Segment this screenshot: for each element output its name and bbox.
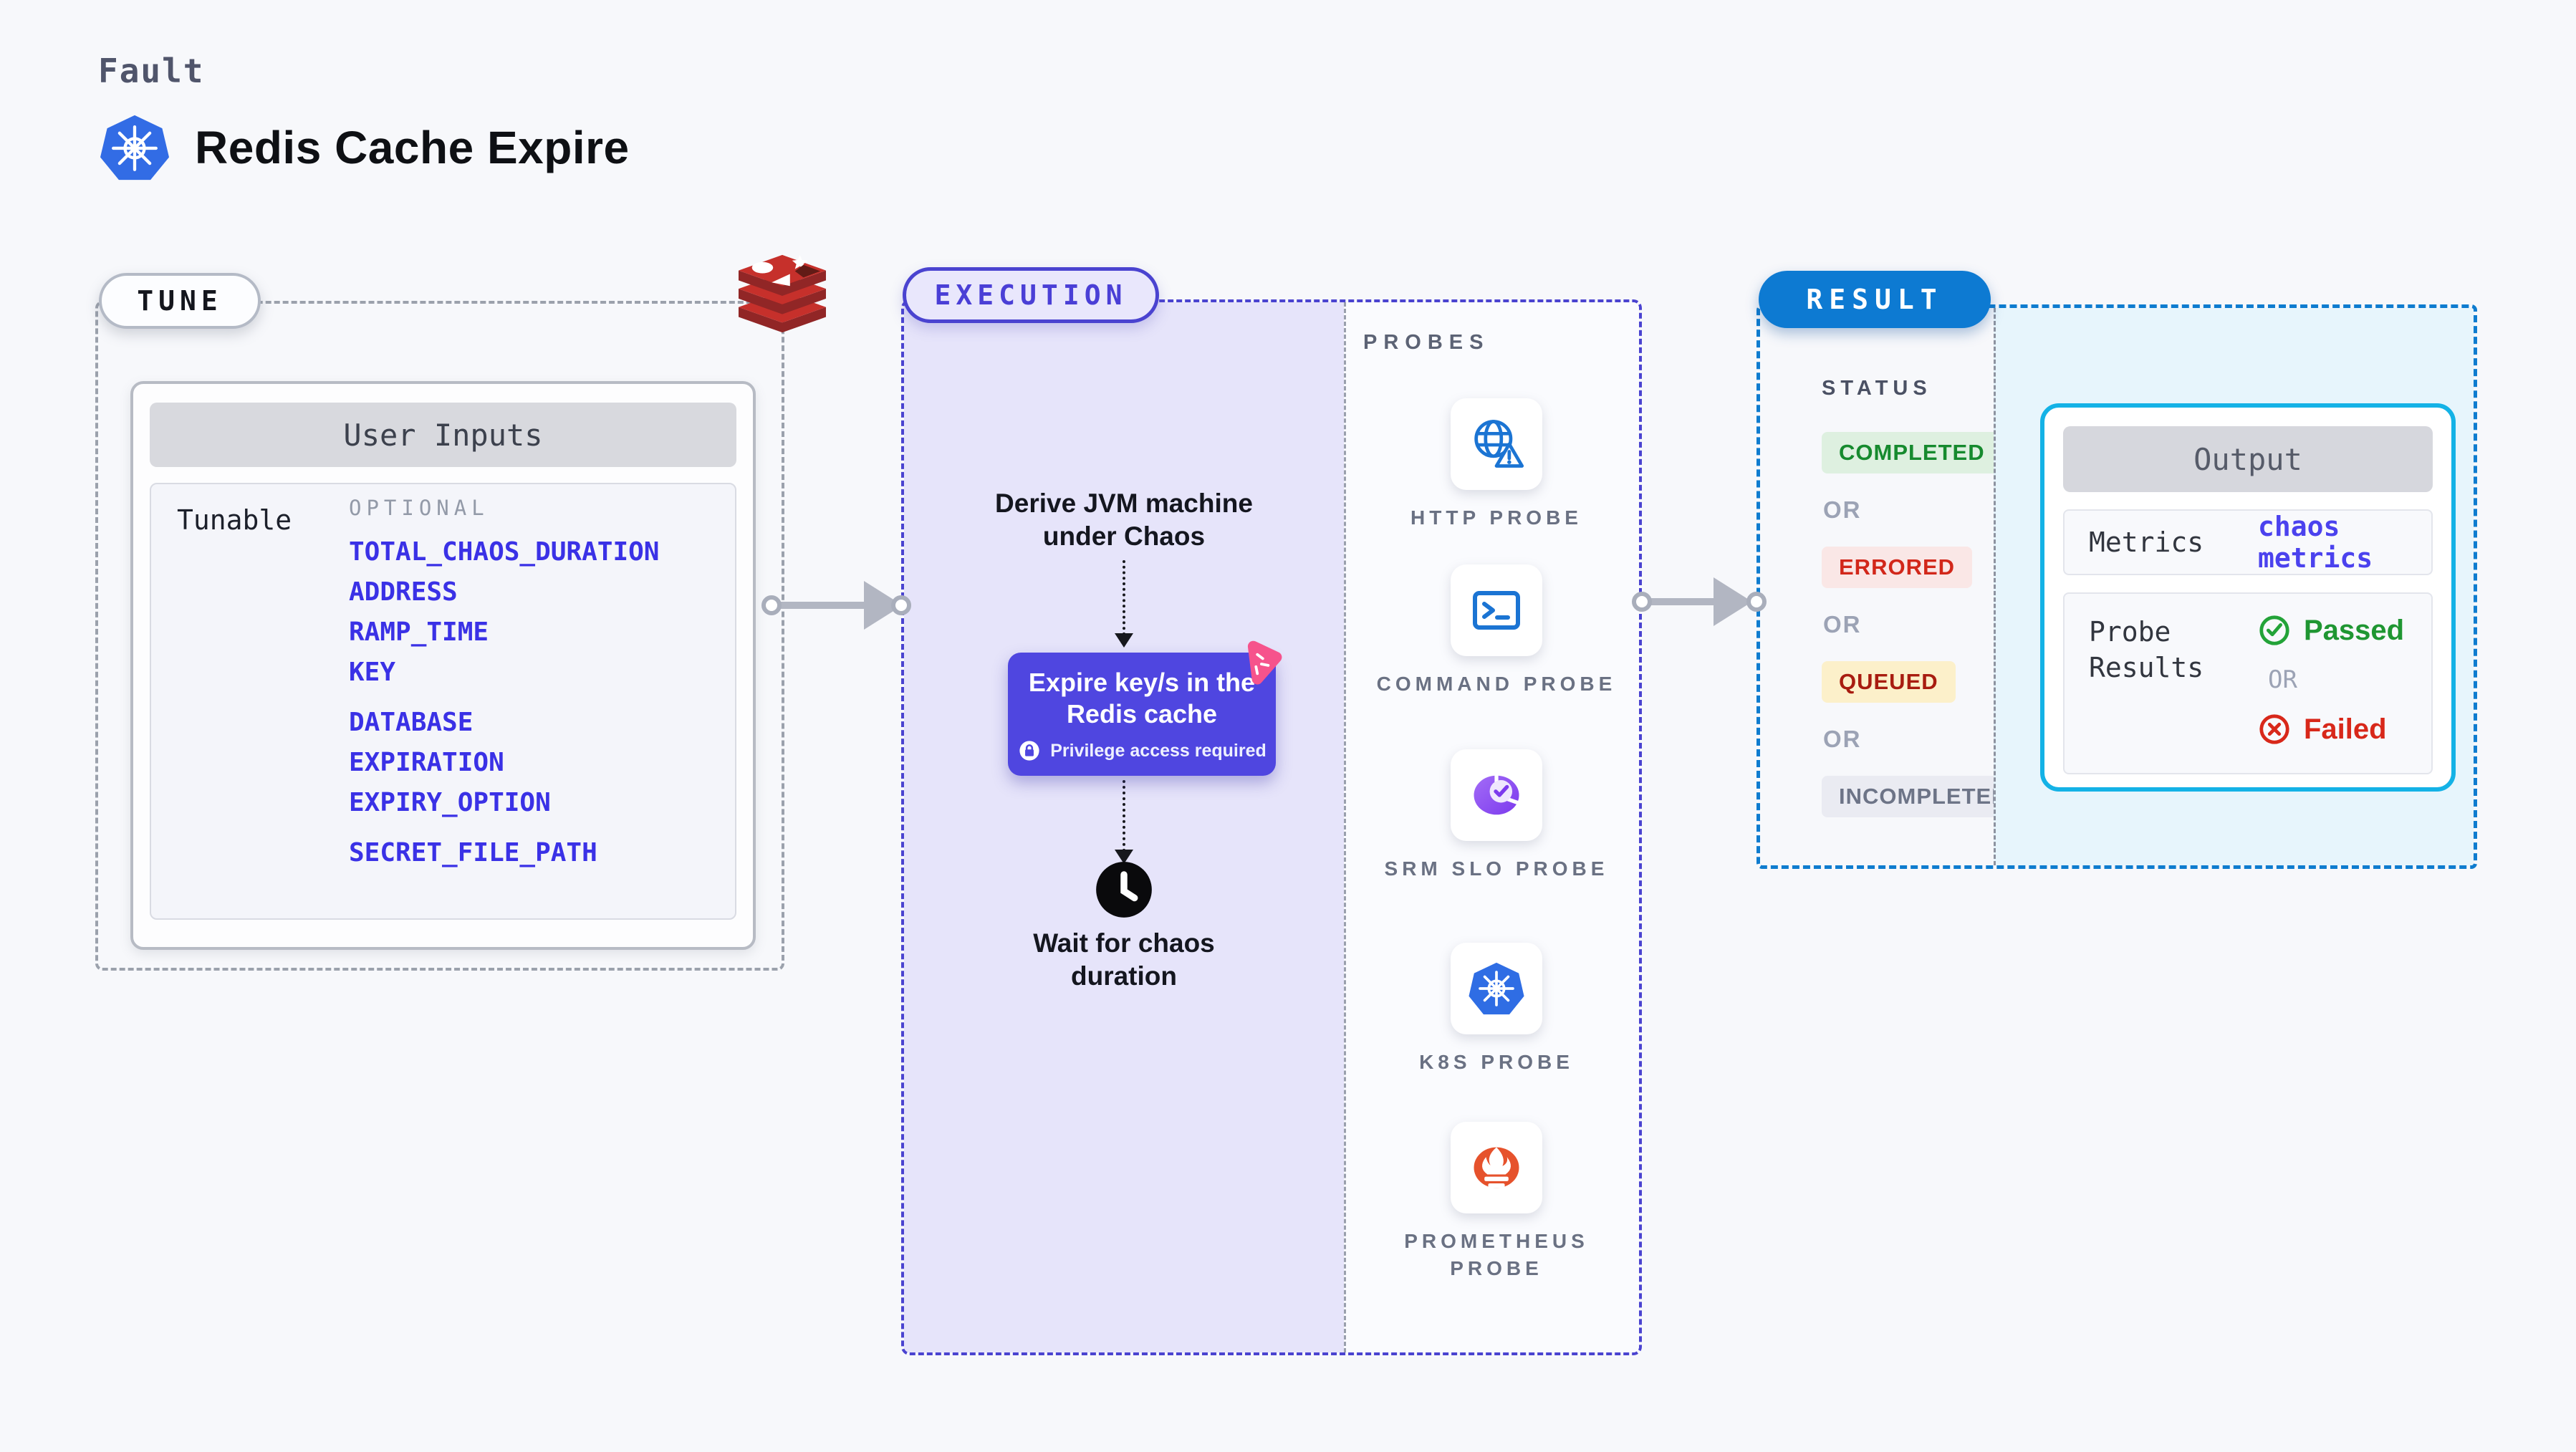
slo-pie-icon [1474, 774, 1519, 815]
user-inputs-card: User Inputs Tunable OPTIONAL TOTAL_CHAOS… [130, 381, 756, 950]
result-section: STATUS COMPLETED OR ERRORED OR QUEUED OR… [1756, 304, 2477, 869]
output-card: Output Metrics chaos metrics Probe Resul… [2040, 403, 2456, 792]
privilege-badge-text: Privilege access required [1050, 740, 1267, 761]
optional-label: OPTIONAL [349, 496, 489, 520]
probe-command-card[interactable] [1451, 564, 1542, 656]
connector-execution-end-dot [891, 595, 911, 615]
metrics-label: Metrics [2089, 527, 2204, 558]
execution-pill: EXECUTION [903, 267, 1159, 323]
execution-step-wait: Wait for chaos duration [1033, 928, 1215, 991]
status-badge-queued: QUEUED [1822, 661, 1956, 703]
probe-http: HTTP PROBE [1346, 398, 1639, 532]
wait-clock-icon [1094, 860, 1154, 920]
probe-command: COMMAND PROBE [1346, 564, 1639, 698]
dotted-arrow-2-head [1115, 850, 1133, 864]
probes-panel: PROBES HTTP PROBE [1344, 302, 1639, 1352]
param-link-address[interactable]: ADDRESS [349, 577, 458, 607]
output-panel: Output Metrics chaos metrics Probe Resul… [1994, 308, 2474, 865]
probe-result-passed: Passed [2258, 614, 2404, 647]
probe-result-failed: Failed [2258, 713, 2404, 746]
param-link-database[interactable]: DATABASE [349, 708, 474, 737]
probe-prometheus: PROMETHEUS PROBE [1346, 1122, 1639, 1282]
passed-check-icon [2259, 615, 2289, 645]
kubernetes-icon [1469, 962, 1524, 1015]
page-title: Redis Cache Expire [195, 122, 630, 173]
privilege-badge: Privilege access required [1017, 739, 1267, 763]
or-label: OR [2268, 665, 2297, 694]
redis-icon [739, 254, 826, 333]
connector-execution-result-arrowhead [1714, 577, 1752, 626]
prometheus-flame-icon [1474, 1147, 1519, 1188]
tune-section [95, 301, 784, 971]
param-link-expiry-option[interactable]: EXPIRY_OPTION [349, 788, 551, 817]
param-link-secret-file-path[interactable]: SECRET_FILE_PATH [349, 838, 597, 867]
fault-kicker: Fault [98, 52, 205, 90]
terminal-icon [1473, 591, 1520, 630]
dotted-arrow-1-line [1123, 560, 1125, 635]
kubernetes-icon [100, 115, 169, 181]
status-badge-incompleted: INCOMPLETED [1822, 776, 2026, 817]
status-badge-errored: ERRORED [1822, 547, 1973, 588]
connector-probes-start-dot [1632, 592, 1652, 612]
user-inputs-header: User Inputs [150, 403, 736, 467]
probe-http-card[interactable] [1451, 398, 1542, 490]
param-link-ramp-time[interactable]: RAMP_TIME [349, 617, 489, 647]
connector-execution-result-line [1650, 598, 1715, 605]
tunable-label: Tunable [177, 504, 292, 536]
probes-label: PROBES [1363, 331, 1490, 354]
tune-pill: TUNE [99, 273, 261, 329]
dotted-arrow-2-line [1123, 780, 1125, 852]
probe-results-label: Probe Results [2089, 616, 2204, 683]
user-inputs-body: Tunable OPTIONAL TOTAL_CHAOS_DURATION AD… [150, 483, 736, 920]
or-label: OR [1823, 496, 1862, 523]
param-list: OPTIONAL TOTAL_CHAOS_DURATION ADDRESS RA… [349, 496, 659, 878]
page-title-row: Redis Cache Expire [100, 113, 630, 182]
lock-icon [1019, 741, 1039, 761]
result-pill: RESULT [1759, 271, 1991, 328]
status-badge-completed: COMPLETED [1822, 432, 2002, 473]
probe-prometheus-card[interactable] [1451, 1122, 1542, 1213]
chaos-pink-badge-icon [1247, 640, 1282, 685]
probe-srm-slo-card[interactable] [1451, 749, 1542, 841]
connector-tune-execution-line [780, 602, 865, 609]
output-title: Output [2063, 426, 2433, 492]
param-link-expiration[interactable]: EXPIRATION [349, 748, 504, 777]
probe-results-row: Probe Results Passed OR [2063, 592, 2433, 774]
dotted-arrow-1-head [1115, 633, 1133, 648]
action-expire-keys-box[interactable]: Expire key/s in the Redis cache Privileg… [1008, 653, 1276, 776]
execution-flow-area: Derive JVM machine under Chaos Expire ke… [904, 302, 1344, 1352]
status-column: STATUS COMPLETED OR ERRORED OR QUEUED OR… [1760, 308, 2026, 865]
probe-k8s-card[interactable] [1451, 943, 1542, 1034]
chaos-metrics-link[interactable]: chaos metrics [2258, 511, 2373, 574]
failed-x-icon [2259, 714, 2289, 744]
connector-tune-start-dot [761, 595, 782, 615]
param-link-key[interactable]: KEY [349, 658, 396, 687]
or-label: OR [1823, 726, 1862, 752]
metrics-row: Metrics chaos metrics [2063, 509, 2433, 575]
connector-result-end-dot [1746, 592, 1767, 612]
probe-srm-slo: SRM SLO PROBE [1346, 749, 1639, 883]
param-link-total-chaos-duration[interactable]: TOTAL_CHAOS_DURATION [349, 537, 660, 567]
probe-k8s: K8S PROBE [1346, 943, 1639, 1076]
execution-step-derive: Derive JVM machine under Chaos [995, 489, 1253, 551]
globe-alert-icon [1474, 420, 1524, 468]
status-label: STATUS [1822, 377, 1932, 400]
or-label: OR [1823, 611, 1862, 638]
execution-section: Derive JVM machine under Chaos Expire ke… [901, 299, 1642, 1355]
